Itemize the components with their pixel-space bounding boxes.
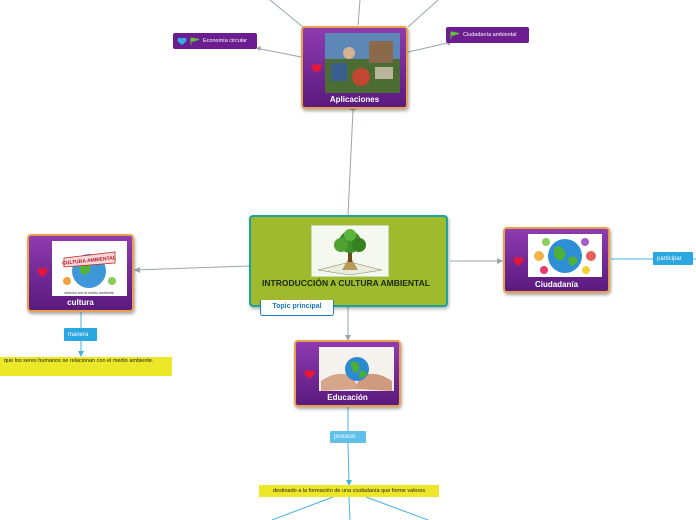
tag-ciudadania-ambiental-label: Ciudadanía ambiental bbox=[463, 32, 517, 38]
link-aplicaciones-ciudadania-ambiental bbox=[407, 41, 453, 53]
link-aplicaciones-up bbox=[357, 0, 361, 26]
main-topic-title: INTRODUCCIÓN A CULTURA AMBIENTAL bbox=[262, 278, 430, 288]
main-topic-node[interactable]: INTRODUCCIÓN A CULTURA AMBIENTAL bbox=[249, 215, 448, 307]
educacion-image bbox=[319, 347, 394, 391]
node-ciudadania[interactable]: Ciudadanía bbox=[503, 227, 610, 293]
link-aplicaciones-up-right bbox=[407, 0, 439, 28]
topic-principal-tag: Topic principal bbox=[260, 300, 334, 316]
link-main-cultura bbox=[133, 265, 250, 271]
link-proceso-note bbox=[347, 442, 350, 486]
note-educacion-descripcion[interactable]: destinado a la formación de una ciudadan… bbox=[259, 485, 439, 497]
tag-participar-label: participar bbox=[657, 255, 682, 262]
blue-heart-icon bbox=[177, 37, 187, 45]
link-aplicaciones-economia bbox=[255, 47, 302, 58]
tag-proceso[interactable]: proceso bbox=[330, 431, 366, 443]
heart-icon bbox=[513, 257, 524, 267]
tag-participar[interactable]: participar bbox=[653, 252, 693, 265]
cultura-banner-text: CULTURA AMBIENTAL bbox=[62, 255, 116, 267]
tag-ciudadania-ambiental[interactable]: Ciudadanía ambiental bbox=[446, 27, 529, 43]
link-aplicaciones-up-left bbox=[269, 0, 304, 28]
cultura-image: CULTURA AMBIENTAL relación con el medio … bbox=[52, 241, 127, 296]
link-note-down-left bbox=[271, 496, 334, 520]
flag-icon bbox=[190, 36, 200, 45]
tag-manera-label: manera bbox=[68, 331, 89, 338]
tag-manera[interactable]: manera bbox=[64, 328, 97, 341]
ciudadania-label: Ciudadanía bbox=[534, 280, 579, 289]
link-main-aplicaciones bbox=[347, 109, 354, 216]
tag-proceso-label: proceso bbox=[334, 434, 356, 440]
node-educacion[interactable]: Educación bbox=[294, 340, 401, 407]
node-cultura[interactable]: CULTURA AMBIENTAL relación con el medio … bbox=[27, 234, 134, 312]
aplicaciones-image bbox=[325, 33, 400, 93]
aplicaciones-label: Aplicaciones bbox=[329, 95, 380, 104]
ciudadania-image bbox=[528, 234, 602, 277]
heart-icon bbox=[304, 370, 315, 380]
tag-economia-label: Economía circular bbox=[203, 38, 248, 44]
link-note-down-right bbox=[365, 496, 429, 520]
main-topic-image bbox=[311, 225, 389, 277]
node-aplicaciones[interactable]: Aplicaciones bbox=[301, 26, 408, 109]
tag-economia-circular[interactable]: Economía circular bbox=[173, 33, 257, 49]
heart-icon bbox=[37, 268, 48, 278]
link-note-down bbox=[348, 496, 351, 520]
flag-icon bbox=[450, 30, 460, 39]
cultura-caption-text: relación con el medio ambiente bbox=[64, 291, 114, 295]
educacion-label: Educación bbox=[327, 393, 368, 402]
note-cultura-descripcion[interactable]: que los seres humanos se relacionan con … bbox=[0, 357, 172, 376]
heart-icon bbox=[311, 64, 322, 74]
cultura-label: cultura bbox=[67, 298, 94, 307]
